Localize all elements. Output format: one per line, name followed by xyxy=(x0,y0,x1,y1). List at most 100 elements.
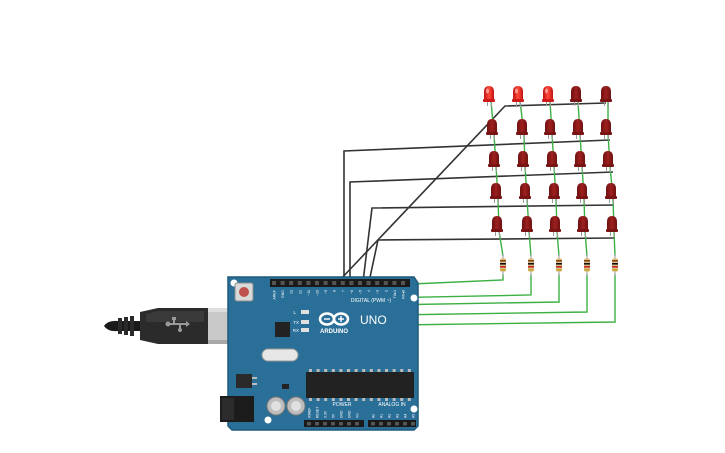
led[interactable] xyxy=(570,86,582,107)
power-pin-label: RESET xyxy=(316,407,320,418)
analog-pin[interactable] xyxy=(379,422,383,426)
digital-pin[interactable] xyxy=(392,281,397,285)
power-pin-label: 5V xyxy=(332,413,336,418)
resistor[interactable] xyxy=(612,254,618,276)
digital-pin[interactable] xyxy=(358,281,362,285)
resistor-wire[interactable] xyxy=(393,274,616,326)
digital-pin[interactable] xyxy=(383,281,388,285)
digital-pin-label: ~3 xyxy=(376,290,380,294)
digital-label: DIGITAL (PWM ~) xyxy=(351,298,391,304)
digital-pin-label: ~6 xyxy=(350,290,354,294)
row-wire[interactable] xyxy=(368,237,616,283)
led[interactable] xyxy=(574,151,586,172)
digital-pin[interactable] xyxy=(332,281,337,285)
resistor[interactable] xyxy=(528,254,534,276)
led[interactable] xyxy=(577,216,589,237)
digital-pin[interactable] xyxy=(280,281,285,285)
led[interactable] xyxy=(519,183,531,204)
led[interactable] xyxy=(483,86,495,107)
digital-pin[interactable] xyxy=(297,281,302,285)
led[interactable] xyxy=(606,216,618,237)
analog-pin-label: A4 xyxy=(404,414,408,418)
led-rx-label: RX xyxy=(293,328,299,333)
digital-pin[interactable] xyxy=(349,281,354,285)
power-header[interactable] xyxy=(304,420,364,427)
analog-pin[interactable] xyxy=(395,422,399,426)
resistor[interactable] xyxy=(556,254,562,276)
power-pin[interactable] xyxy=(323,422,327,426)
analog-header[interactable] xyxy=(368,420,416,427)
led[interactable] xyxy=(517,151,529,172)
power-pin[interactable] xyxy=(339,422,343,426)
led[interactable] xyxy=(572,119,584,140)
digital-pin-label: TX▸1 xyxy=(393,290,397,298)
power-pin[interactable] xyxy=(307,422,311,426)
led[interactable] xyxy=(512,86,524,107)
led[interactable] xyxy=(548,183,560,204)
power-jack[interactable] xyxy=(220,396,254,422)
resistor[interactable] xyxy=(500,254,506,276)
row-wire[interactable] xyxy=(337,102,607,283)
digital-pin-label: 12 xyxy=(298,290,302,294)
power-pin[interactable] xyxy=(347,422,351,426)
model-label: UNO xyxy=(360,313,387,327)
led[interactable] xyxy=(600,86,612,107)
digital-header[interactable] xyxy=(270,279,410,287)
digital-pin-label: 8 xyxy=(333,290,337,292)
capacitors xyxy=(266,396,306,416)
digital-pin[interactable] xyxy=(323,281,328,285)
arduino-logo: ARDUINO xyxy=(318,312,350,335)
digital-pin[interactable] xyxy=(375,281,380,285)
led-matrix[interactable] xyxy=(483,86,618,237)
analog-pin-label: A0 xyxy=(372,414,376,418)
digital-pin-label: ~9 xyxy=(324,290,328,294)
analog-pin[interactable] xyxy=(403,422,407,426)
digital-pin[interactable] xyxy=(340,281,345,285)
led[interactable] xyxy=(516,119,528,140)
power-pin[interactable] xyxy=(355,422,359,426)
analog-pin-label: A1 xyxy=(380,414,384,418)
analog-pin-label: A5 xyxy=(412,414,416,418)
power-label: POWER xyxy=(333,402,352,408)
resistor-wire[interactable] xyxy=(411,274,504,285)
led[interactable] xyxy=(544,119,556,140)
digital-pin-label: GND xyxy=(281,290,285,298)
analog-pin[interactable] xyxy=(387,422,391,426)
led[interactable] xyxy=(491,216,503,237)
row-wire[interactable] xyxy=(362,204,615,283)
digital-pin-label: AREF xyxy=(273,289,277,299)
led[interactable] xyxy=(576,183,588,204)
led[interactable] xyxy=(486,119,498,140)
digital-pin[interactable] xyxy=(366,281,371,285)
power-pin[interactable] xyxy=(315,422,319,426)
brand-label: ARDUINO xyxy=(320,329,348,335)
row-wire[interactable] xyxy=(343,139,611,282)
led[interactable] xyxy=(542,86,554,107)
digital-pin[interactable] xyxy=(401,281,405,285)
led[interactable] xyxy=(521,216,533,237)
reset-button[interactable] xyxy=(234,282,254,302)
led[interactable] xyxy=(488,151,500,172)
digital-pin[interactable] xyxy=(306,281,311,285)
led[interactable] xyxy=(602,151,614,172)
led[interactable] xyxy=(605,183,617,204)
digital-pin-label: RX◂0 xyxy=(402,290,406,299)
led-tx-label: TX xyxy=(293,320,299,325)
led[interactable] xyxy=(549,216,561,237)
digital-pin[interactable] xyxy=(272,281,276,285)
led[interactable] xyxy=(600,119,612,140)
resistor[interactable] xyxy=(584,254,590,276)
usb-icon xyxy=(165,317,190,332)
led[interactable] xyxy=(490,183,502,204)
digital-pin[interactable] xyxy=(315,281,319,285)
power-pin[interactable] xyxy=(331,422,335,426)
led[interactable] xyxy=(546,151,558,172)
analog-pin[interactable] xyxy=(371,422,375,426)
analog-pin[interactable] xyxy=(411,422,415,426)
digital-pin[interactable] xyxy=(289,281,294,285)
resistor-row[interactable] xyxy=(500,254,618,276)
